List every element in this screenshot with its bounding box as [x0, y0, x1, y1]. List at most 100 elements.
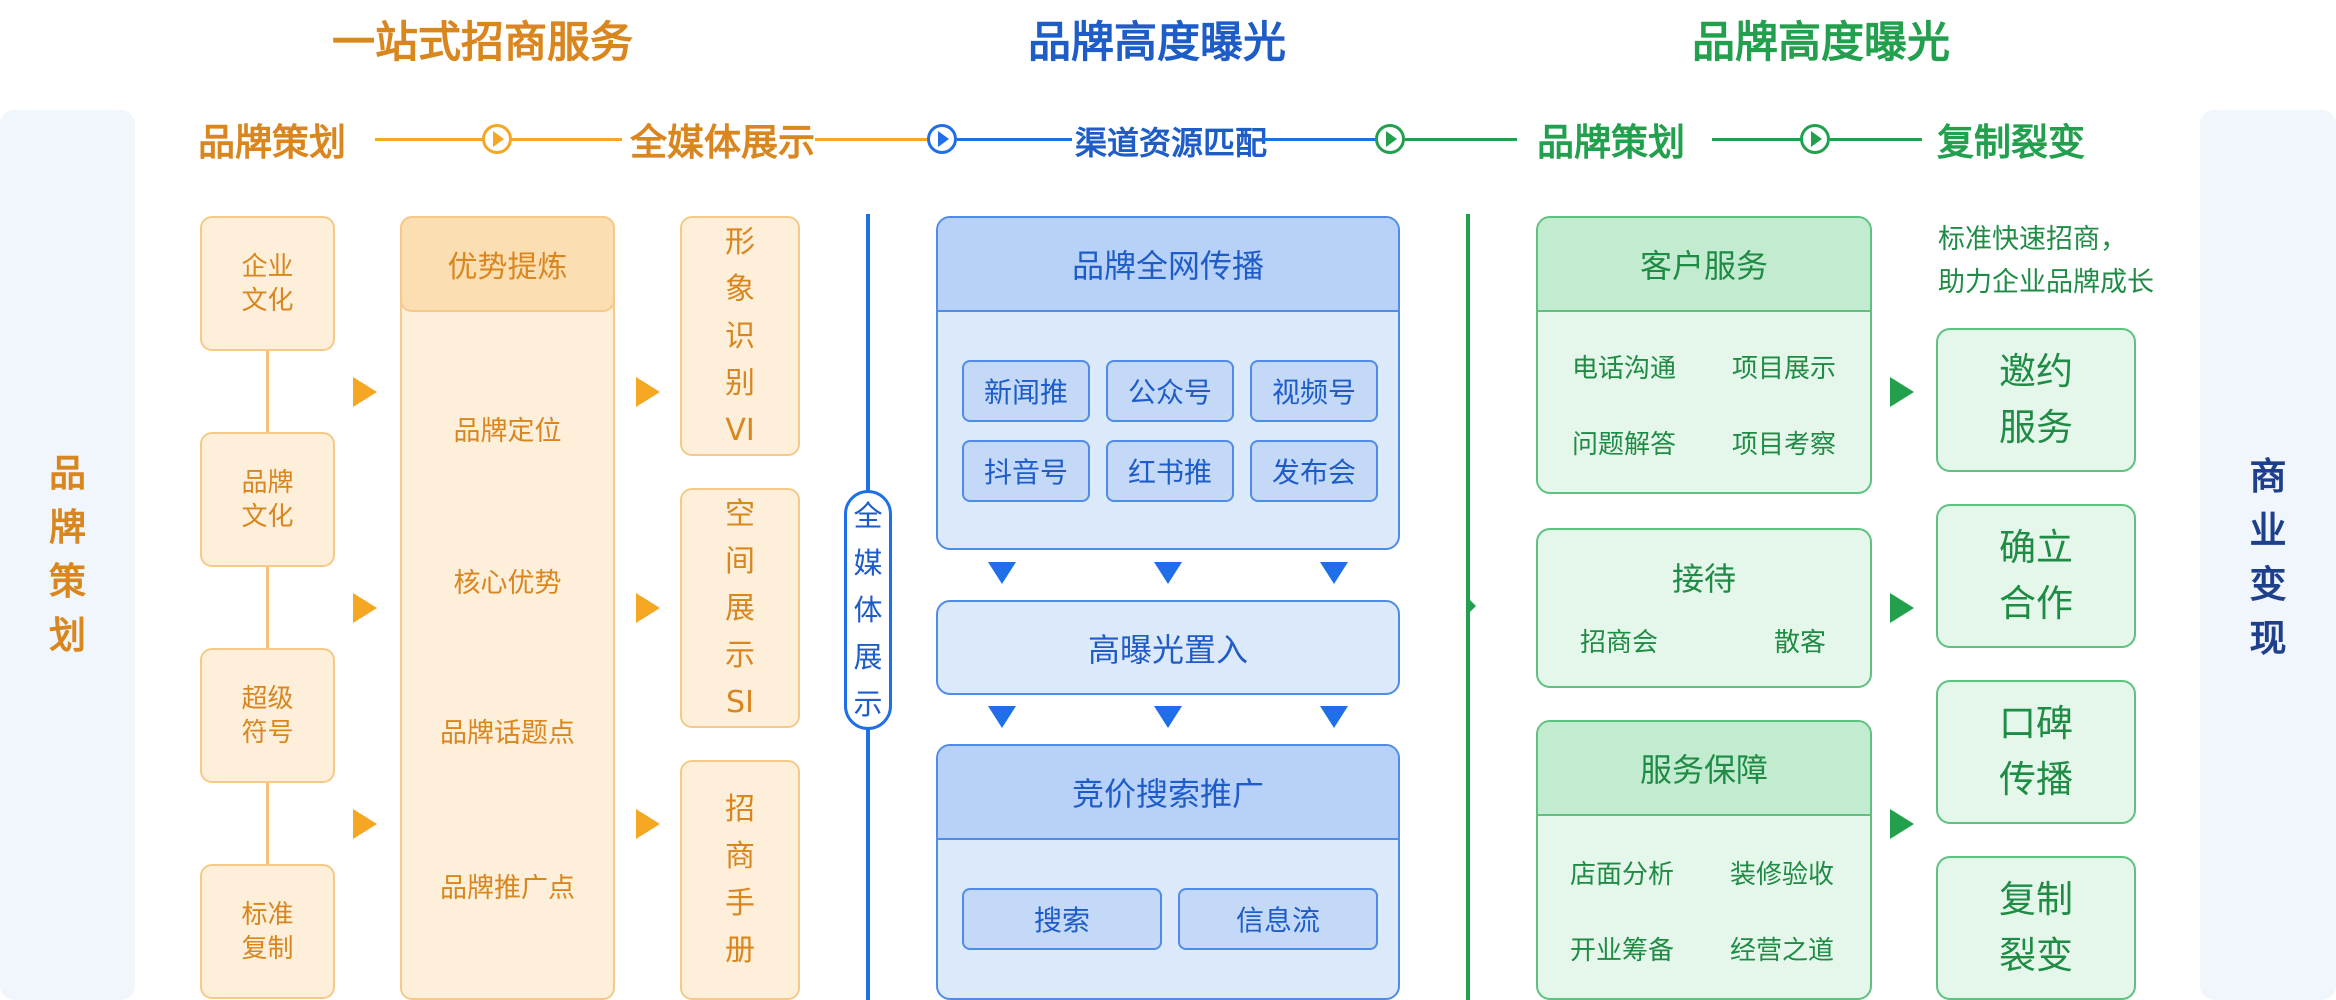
- arrow-right-icon: [353, 377, 377, 407]
- timeline-replication: 复制裂变: [1937, 121, 2085, 164]
- col1-box: 标准 复制: [200, 864, 335, 999]
- card-bidding-search: 竞价搜索推广 搜索 信息流: [936, 744, 1400, 1000]
- col3-char: SI: [726, 684, 754, 720]
- col3-char: 间: [725, 543, 755, 579]
- col2-item: 核心优势: [453, 567, 562, 599]
- timeline-line: [375, 138, 482, 141]
- tag-info-flow: 信息流: [1178, 888, 1378, 950]
- card-reception: 接待 招商会 散客: [1536, 528, 1872, 688]
- tag-news: 新闻推: [962, 360, 1090, 422]
- right-sidebar-char: 现: [2249, 616, 2287, 660]
- arrow-right-icon: [353, 593, 377, 623]
- arrow-down-icon: [1154, 562, 1182, 584]
- card-service-guarantee-header: 服务保障: [1538, 722, 1870, 816]
- right-sidebar-label: 商 业 变 现: [2200, 445, 2336, 670]
- col2-item: 品牌推广点: [440, 872, 575, 904]
- col3-char: 商: [725, 839, 755, 874]
- outcome-cooperation: 确立 合作: [1936, 504, 2136, 648]
- col3-char: 展: [725, 590, 755, 626]
- arrow-right-icon: [353, 809, 377, 839]
- reception-item: 招商会: [1580, 628, 1659, 658]
- outcome-text: 复制: [1999, 878, 2073, 921]
- slogan: 标准快速招商， 助力企业品牌成长: [1938, 218, 2154, 304]
- col1-text: 文化: [241, 285, 294, 316]
- col2-panel: [400, 216, 615, 1000]
- col3-char: 空: [725, 496, 755, 532]
- col1-text: 文化: [241, 501, 294, 532]
- right-sidebar: [2200, 110, 2336, 1000]
- col1-text: 复制: [241, 933, 294, 964]
- service-item: 问题解答: [1572, 430, 1677, 460]
- col2-item: 品牌话题点: [440, 717, 575, 749]
- outcome-text: 服务: [1999, 406, 2073, 449]
- arrow-right-icon: [636, 377, 660, 407]
- right-sidebar-char: 商: [2249, 454, 2287, 498]
- guarantee-item: 开业筹备: [1570, 936, 1675, 966]
- arrow-down-icon: [1320, 562, 1348, 584]
- tag-xiaohongshu: 红书推: [1106, 440, 1234, 502]
- right-sidebar-char: 变: [2249, 562, 2287, 606]
- col1-text: 超级: [241, 683, 294, 714]
- card-brand-network-header: 品牌全网传播: [938, 218, 1398, 312]
- outcome-text: 确立: [1999, 526, 2073, 569]
- col3-char: 招: [725, 792, 755, 827]
- guarantee-item: 装修验收: [1730, 860, 1835, 890]
- green-divider-notch: [1466, 596, 1476, 616]
- timeline-line: [815, 138, 927, 141]
- media-capsule: 全 媒 体 展 示: [844, 490, 892, 730]
- outcome-word-of-mouth: 口碑 传播: [1936, 680, 2136, 824]
- arrow-down-icon: [1154, 706, 1182, 728]
- card-high-exposure: 高曝光置入: [936, 600, 1400, 695]
- capsule-char: 示: [853, 686, 883, 721]
- outcome-text: 口碑: [1999, 702, 2073, 745]
- col3-char: VI: [725, 412, 755, 448]
- arrow-down-icon: [988, 706, 1016, 728]
- timeline-channel-matching: 渠道资源匹配: [1075, 124, 1268, 162]
- service-item: 电话沟通: [1572, 354, 1677, 384]
- tag-press-conference: 发布会: [1250, 440, 1378, 502]
- timeline-line: [1712, 138, 1812, 141]
- timeline-line: [957, 138, 1072, 141]
- arrow-down-icon: [1320, 706, 1348, 728]
- col1-box: 超级 符号: [200, 648, 335, 783]
- left-sidebar-char: 划: [49, 614, 86, 657]
- col3-box-vi: 形 象 识 别 VI: [680, 216, 800, 456]
- timeline-line: [1405, 138, 1517, 141]
- col1-text: 标准: [241, 899, 294, 930]
- card-bidding-search-header: 竞价搜索推广: [938, 746, 1398, 840]
- col3-char: 册: [725, 933, 755, 968]
- card-brand-network: 品牌全网传播 新闻推 公众号 视频号 抖音号 红书推 发布会: [936, 216, 1400, 550]
- capsule-char: 媒: [853, 545, 883, 580]
- heading-exposure-1: 品牌高度曝光: [1028, 18, 1286, 68]
- col2-header: 优势提炼: [400, 216, 615, 312]
- col1-text: 企业: [241, 251, 294, 282]
- tag-search: 搜索: [962, 888, 1162, 950]
- guarantee-item: 经营之道: [1730, 936, 1835, 966]
- col3-box-manual: 招 商 手 册: [680, 760, 800, 1000]
- col1-text: 符号: [241, 717, 294, 748]
- play-node-icon: [927, 124, 957, 154]
- arrow-right-icon: [636, 809, 660, 839]
- outcome-invitation: 邀约 服务: [1936, 328, 2136, 472]
- col3-box-si: 空 间 展 示 SI: [680, 488, 800, 728]
- col3-char: 象: [725, 271, 755, 307]
- col3-char: 别: [725, 365, 755, 401]
- timeline-line: [1262, 138, 1390, 141]
- tag-video-account: 视频号: [1250, 360, 1378, 422]
- outcome-text: 合作: [1999, 582, 2073, 625]
- heading-exposure-2: 品牌高度曝光: [1692, 18, 1950, 68]
- outcome-text: 裂变: [1999, 934, 2073, 977]
- timeline-brand-planning-2: 品牌策划: [1537, 121, 1685, 164]
- col2-item: 品牌定位: [453, 415, 562, 447]
- play-node-icon: [1800, 124, 1830, 154]
- left-sidebar: [0, 110, 135, 1000]
- outcome-text: 传播: [1999, 758, 2073, 801]
- tag-douyin: 抖音号: [962, 440, 1090, 502]
- timeline-line: [512, 138, 622, 141]
- right-sidebar-char: 业: [2249, 508, 2287, 552]
- card-service-guarantee: 服务保障 店面分析 装修验收 开业筹备 经营之道: [1536, 720, 1872, 1000]
- card-customer-service: 客户服务 电话沟通 项目展示 问题解答 项目考察: [1536, 216, 1872, 494]
- outcome-replication: 复制 裂变: [1936, 856, 2136, 1000]
- left-sidebar-char: 品: [49, 452, 86, 495]
- arrow-down-icon: [988, 562, 1016, 584]
